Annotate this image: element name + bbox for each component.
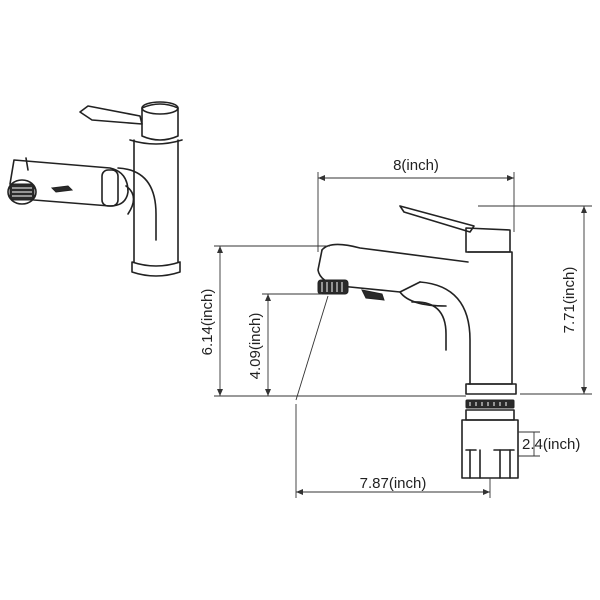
reach-label: 7.87(inch) — [360, 475, 427, 492]
dimension-lines — [214, 172, 592, 498]
side-spout-neck — [411, 281, 471, 385]
side-spray-button — [361, 289, 385, 301]
total-height-label: 7.71(inch) — [561, 267, 578, 334]
spray-height-label: 4.09(inch) — [247, 313, 264, 380]
perspective-cap — [141, 103, 179, 141]
perspective-body — [133, 139, 179, 263]
side-nozzle — [317, 279, 349, 295]
perspective-base — [131, 261, 181, 277]
perspective-handle-lever — [79, 105, 143, 125]
perspective-spout-neck — [117, 167, 157, 241]
side-faucet-body — [467, 251, 513, 385]
side-handle-body — [465, 227, 511, 253]
faucet-side-view — [317, 205, 519, 479]
spray-angle-line — [295, 295, 329, 401]
perspective-nozzle — [7, 179, 37, 205]
width-label: 8(inch) — [393, 157, 439, 174]
side-handle-lever — [399, 205, 475, 233]
perspective-spray-button — [50, 185, 74, 193]
side-mounting-connector — [461, 399, 519, 479]
side-spout-top — [321, 243, 469, 263]
base-diameter-label: 2.4(inch) — [522, 436, 580, 453]
side-base-ring — [465, 383, 517, 395]
faucet-perspective-view — [7, 101, 183, 277]
spout-height-label: 6.14(inch) — [199, 289, 216, 356]
